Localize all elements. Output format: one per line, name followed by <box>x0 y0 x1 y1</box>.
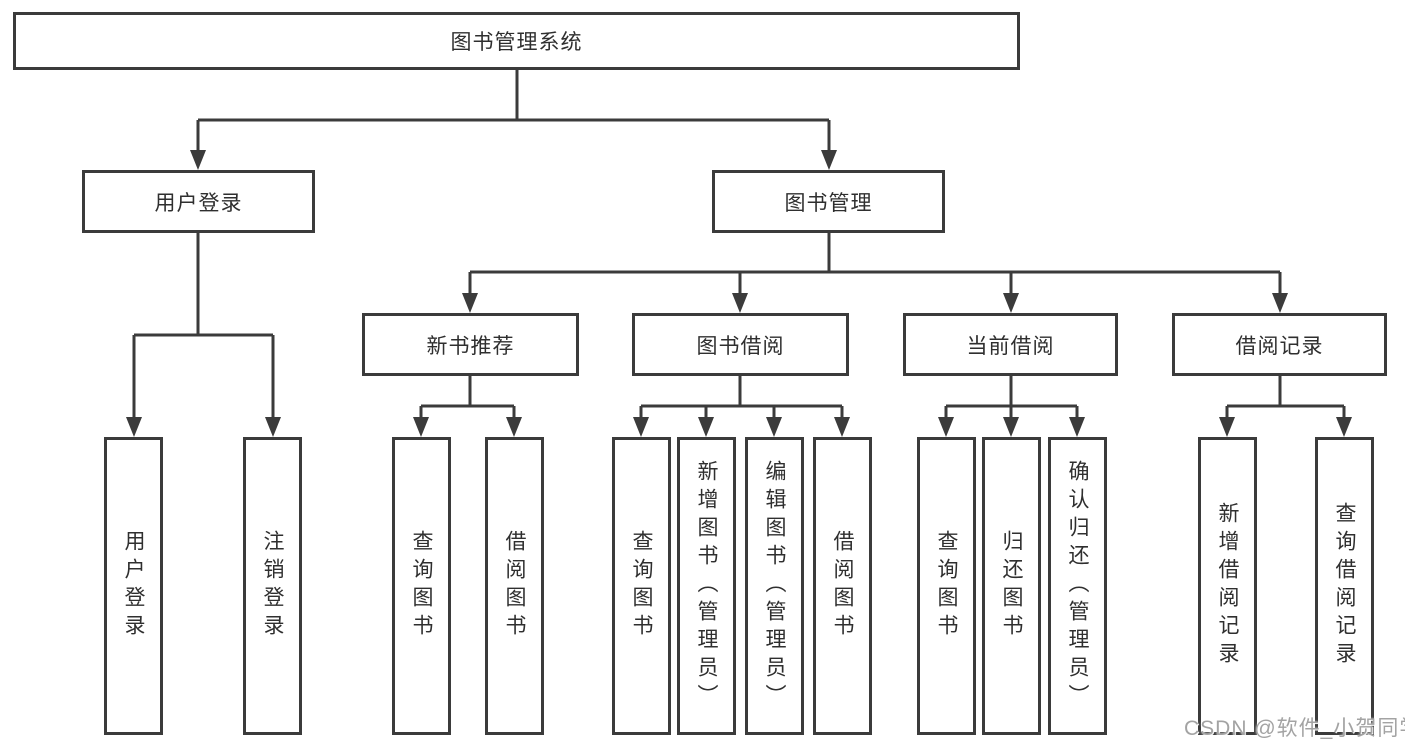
node-root: 图书管理系统 <box>13 12 1020 70</box>
node-book-borrowing-label: 图书借阅 <box>696 334 785 358</box>
csdn-watermark: CSDN @软件_小贺同学 <box>1184 717 1405 740</box>
node-new-book-recommend-label: 新书推荐 <box>426 334 515 358</box>
leaf-query-books-recommend: 查询图书 <box>392 437 451 735</box>
node-borrowing-records-label: 借阅记录 <box>1235 334 1324 358</box>
leaf-edit-books-admin: 编辑图书（管理员） <box>745 437 804 735</box>
leaf-confirm-return-admin: 确认归还（管理员） <box>1048 437 1107 735</box>
node-new-book-recommend: 新书推荐 <box>362 313 579 376</box>
node-book-management: 图书管理 <box>712 170 945 233</box>
leaf-query-books-borrowing: 查询图书 <box>612 437 671 735</box>
node-current-borrowing: 当前借阅 <box>903 313 1118 376</box>
node-user-login: 用户登录 <box>82 170 315 233</box>
node-borrowing-records: 借阅记录 <box>1172 313 1387 376</box>
node-book-management-label: 图书管理 <box>784 191 873 215</box>
node-user-login-label: 用户登录 <box>154 191 243 215</box>
leaf-borrow-books-borrowing: 借阅图书 <box>813 437 872 735</box>
leaf-return-books: 归还图书 <box>982 437 1041 735</box>
node-root-label: 图书管理系统 <box>450 31 583 54</box>
leaf-query-borrow-record: 查询借阅记录 <box>1315 437 1374 735</box>
leaf-borrow-books-recommend: 借阅图书 <box>485 437 544 735</box>
node-current-borrowing-label: 当前借阅 <box>966 334 1055 358</box>
leaf-add-books-admin: 新增图书（管理员） <box>677 437 736 735</box>
leaf-query-books-current: 查询图书 <box>917 437 976 735</box>
leaf-user-login: 用户登录 <box>104 437 163 735</box>
node-book-borrowing: 图书借阅 <box>632 313 849 376</box>
leaf-add-borrow-record: 新增借阅记录 <box>1198 437 1257 735</box>
leaf-logout-login: 注销登录 <box>243 437 302 735</box>
